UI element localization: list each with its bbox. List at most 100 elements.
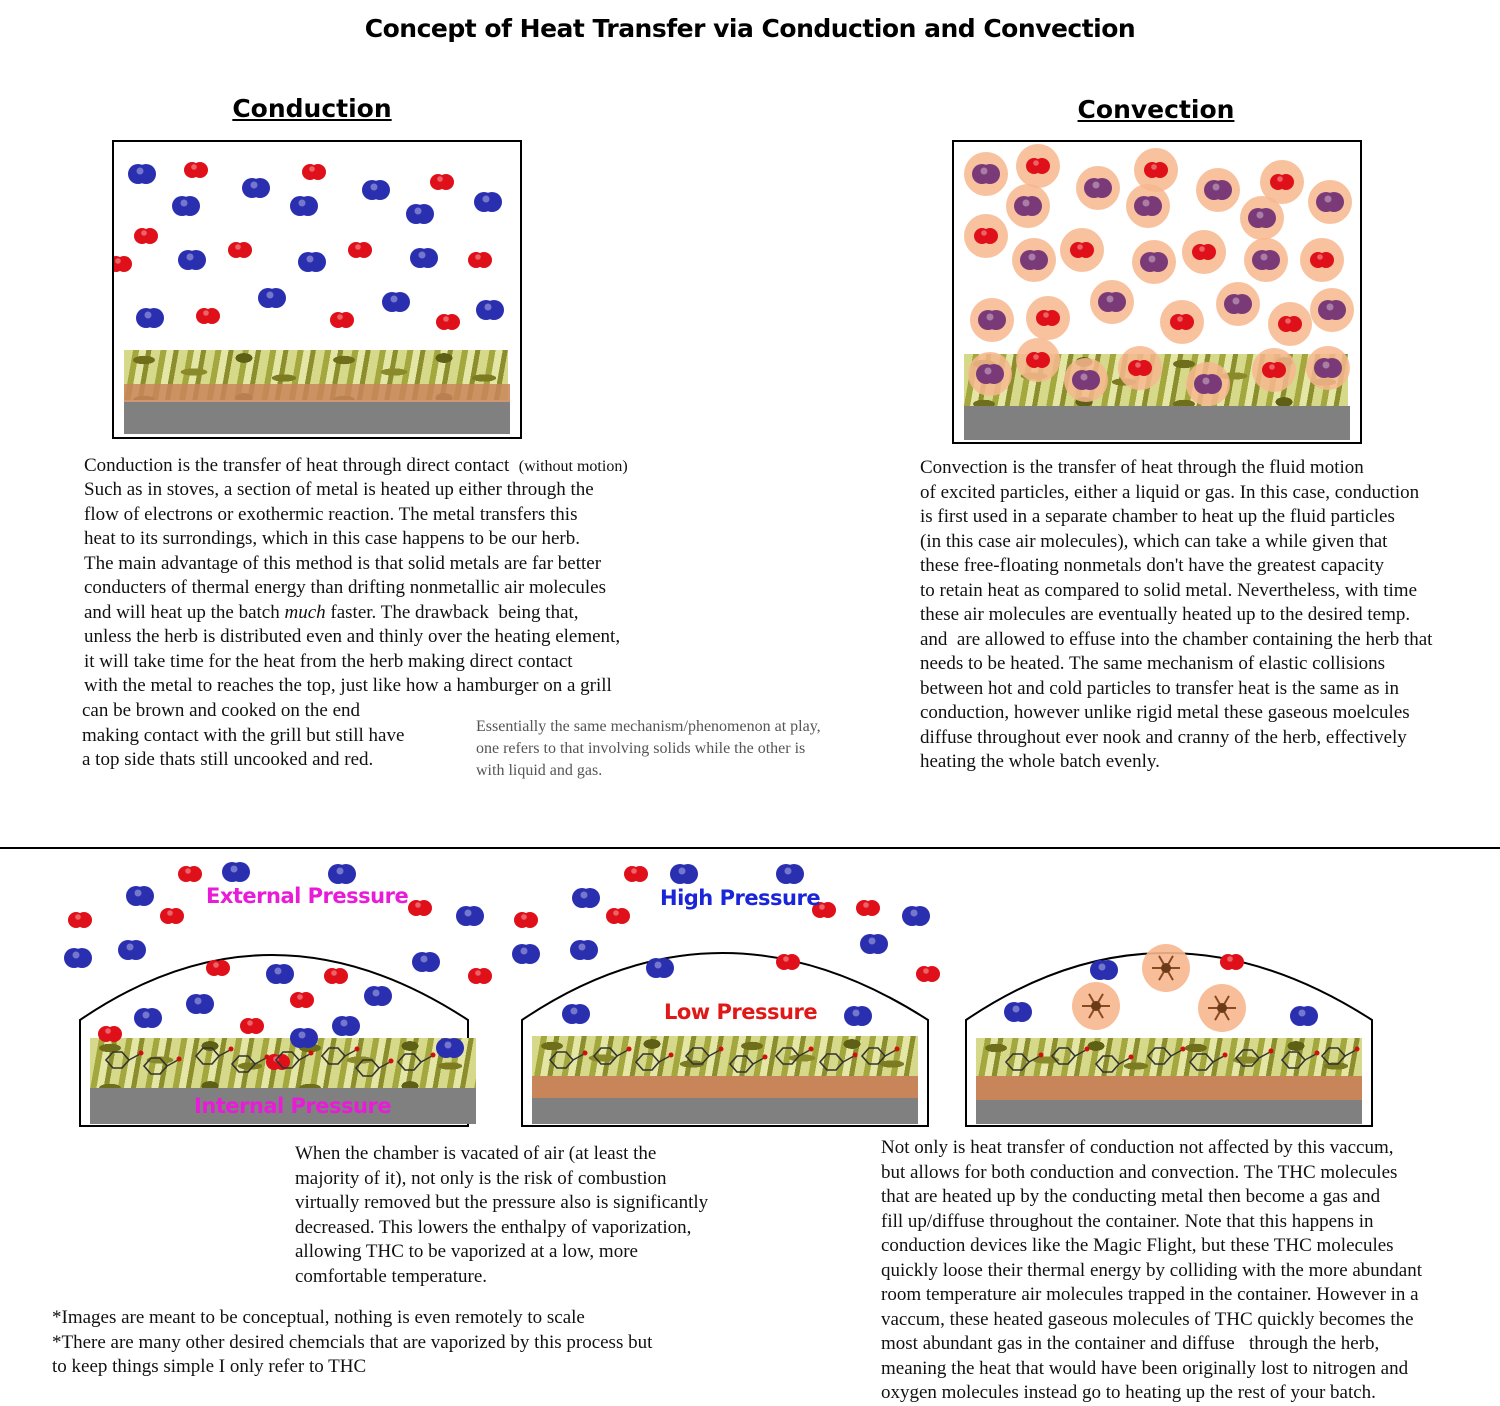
thc-molecule (1198, 984, 1246, 1032)
nitrogen-molecule (64, 948, 92, 968)
thc-molecule (398, 1053, 436, 1071)
oxygen-molecule (228, 242, 252, 258)
oxygen-molecule (302, 164, 326, 180)
nitrogen-molecule (1240, 196, 1284, 240)
thc-molecule (1142, 944, 1190, 992)
thc-molecule (1282, 1051, 1320, 1069)
thc-molecule (1006, 1053, 1044, 1071)
conduction-text-body: Such as in stoves, a section of metal is… (84, 478, 620, 699)
nitrogen-molecule (512, 944, 540, 964)
conduction-panel (112, 140, 522, 439)
nitrogen-molecule (178, 250, 206, 270)
nitrogen-molecule (382, 292, 410, 312)
metal-heating-plate (124, 384, 510, 402)
thc-molecule (776, 1047, 814, 1065)
nitrogen-molecule (222, 862, 250, 882)
nitrogen-molecule (844, 1006, 872, 1026)
nitrogen-molecule (572, 888, 600, 908)
oxygen-molecule (468, 968, 492, 984)
thc-molecule (594, 1047, 632, 1065)
nitrogen-molecule (476, 300, 504, 320)
nitrogen-molecule (1126, 184, 1170, 228)
vacuum-explanation: When the chamber is vacated of air (at l… (295, 1142, 708, 1289)
thc-molecule (550, 1051, 588, 1069)
nitrogen-molecule (1290, 1006, 1318, 1026)
oxygen-molecule (856, 900, 880, 916)
thc-molecule (144, 1057, 182, 1075)
nitrogen-molecule (332, 1016, 360, 1036)
oxygen-molecule (1060, 228, 1104, 272)
thc-molecule (686, 1047, 724, 1065)
nitrogen-molecule (1308, 180, 1352, 224)
footnotes: *Images are meant to be conceptual, noth… (52, 1306, 652, 1380)
oxygen-molecule (1016, 338, 1060, 382)
nitrogen-molecule (290, 1028, 318, 1048)
thc-molecule (1052, 1047, 1090, 1065)
mechanism-note: Essentially the same mechanism/phenomeno… (476, 716, 821, 782)
nitrogen-molecule (1310, 288, 1354, 332)
oxygen-molecule (112, 256, 132, 272)
oxygen-molecule (240, 1018, 264, 1034)
oxygen-molecule (206, 960, 230, 976)
internal-pressure-label: Internal Pressure (194, 1094, 391, 1118)
oxygen-molecule (1118, 346, 1162, 390)
metal-base (124, 402, 510, 434)
nitrogen-molecule (456, 906, 484, 926)
oxygen-molecule (1252, 348, 1296, 392)
nitrogen-molecule (328, 864, 356, 884)
high-pressure-label: High Pressure (660, 886, 820, 910)
thc-molecule (1096, 1055, 1134, 1073)
nitrogen-molecule (258, 288, 286, 308)
nitrogen-molecule (474, 192, 502, 212)
vacuum-thc-explanation: Not only is heat transfer of conduction … (881, 1136, 1422, 1406)
thc-molecule (1072, 982, 1120, 1030)
oxygen-molecule (1016, 144, 1060, 188)
nitrogen-molecule (242, 178, 270, 198)
oxygen-molecule (1220, 954, 1244, 970)
oxygen-molecule (134, 228, 158, 244)
oxygen-molecule (514, 912, 538, 928)
nitrogen-molecule (136, 308, 164, 328)
oxygen-molecule (468, 252, 492, 268)
nitrogen-molecule (1012, 238, 1056, 282)
thc-molecule (1148, 1047, 1186, 1065)
oxygen-molecule (290, 992, 314, 1008)
page-title: Concept of Heat Transfer via Conduction … (0, 14, 1500, 43)
nitrogen-molecule (172, 196, 200, 216)
nitrogen-molecule (562, 1004, 590, 1024)
nitrogen-molecule (1244, 238, 1288, 282)
convection-heading: Convection (1056, 95, 1256, 124)
convection-molecules (954, 142, 1360, 442)
oxygen-molecule (184, 162, 208, 178)
oxygen-molecule (430, 174, 454, 190)
nitrogen-molecule (290, 196, 318, 216)
oxygen-molecule (98, 1026, 122, 1042)
nitrogen-molecule (406, 204, 434, 224)
chamber3-molecules (950, 850, 1450, 1170)
convection-text: Convection is the transfer of heat throu… (920, 456, 1432, 775)
oxygen-molecule (964, 214, 1008, 258)
oxygen-molecule (624, 866, 648, 882)
nitrogen-molecule (1306, 346, 1350, 390)
oxygen-molecule (1182, 230, 1226, 274)
thc-molecule (356, 1059, 394, 1077)
nitrogen-molecule (970, 298, 1014, 342)
nitrogen-molecule (570, 940, 598, 960)
nitrogen-molecule (860, 934, 888, 954)
oxygen-molecule (436, 314, 460, 330)
nitrogen-molecule (1132, 240, 1176, 284)
external-pressure-label: External Pressure (206, 884, 408, 908)
nitrogen-molecule (1004, 1002, 1032, 1022)
convection-panel (952, 140, 1362, 444)
nitrogen-molecule (1076, 166, 1120, 210)
nitrogen-molecule (1186, 362, 1230, 406)
nitrogen-molecule (298, 252, 326, 272)
nitrogen-molecule (364, 986, 392, 1006)
nitrogen-molecule (670, 864, 698, 884)
thc-molecule (196, 1047, 234, 1065)
thc-molecule (322, 1047, 360, 1065)
nitrogen-molecule (128, 164, 156, 184)
conduction-heading: Conduction (212, 94, 412, 123)
nitrogen-molecule (410, 248, 438, 268)
nitrogen-molecule (412, 952, 440, 972)
